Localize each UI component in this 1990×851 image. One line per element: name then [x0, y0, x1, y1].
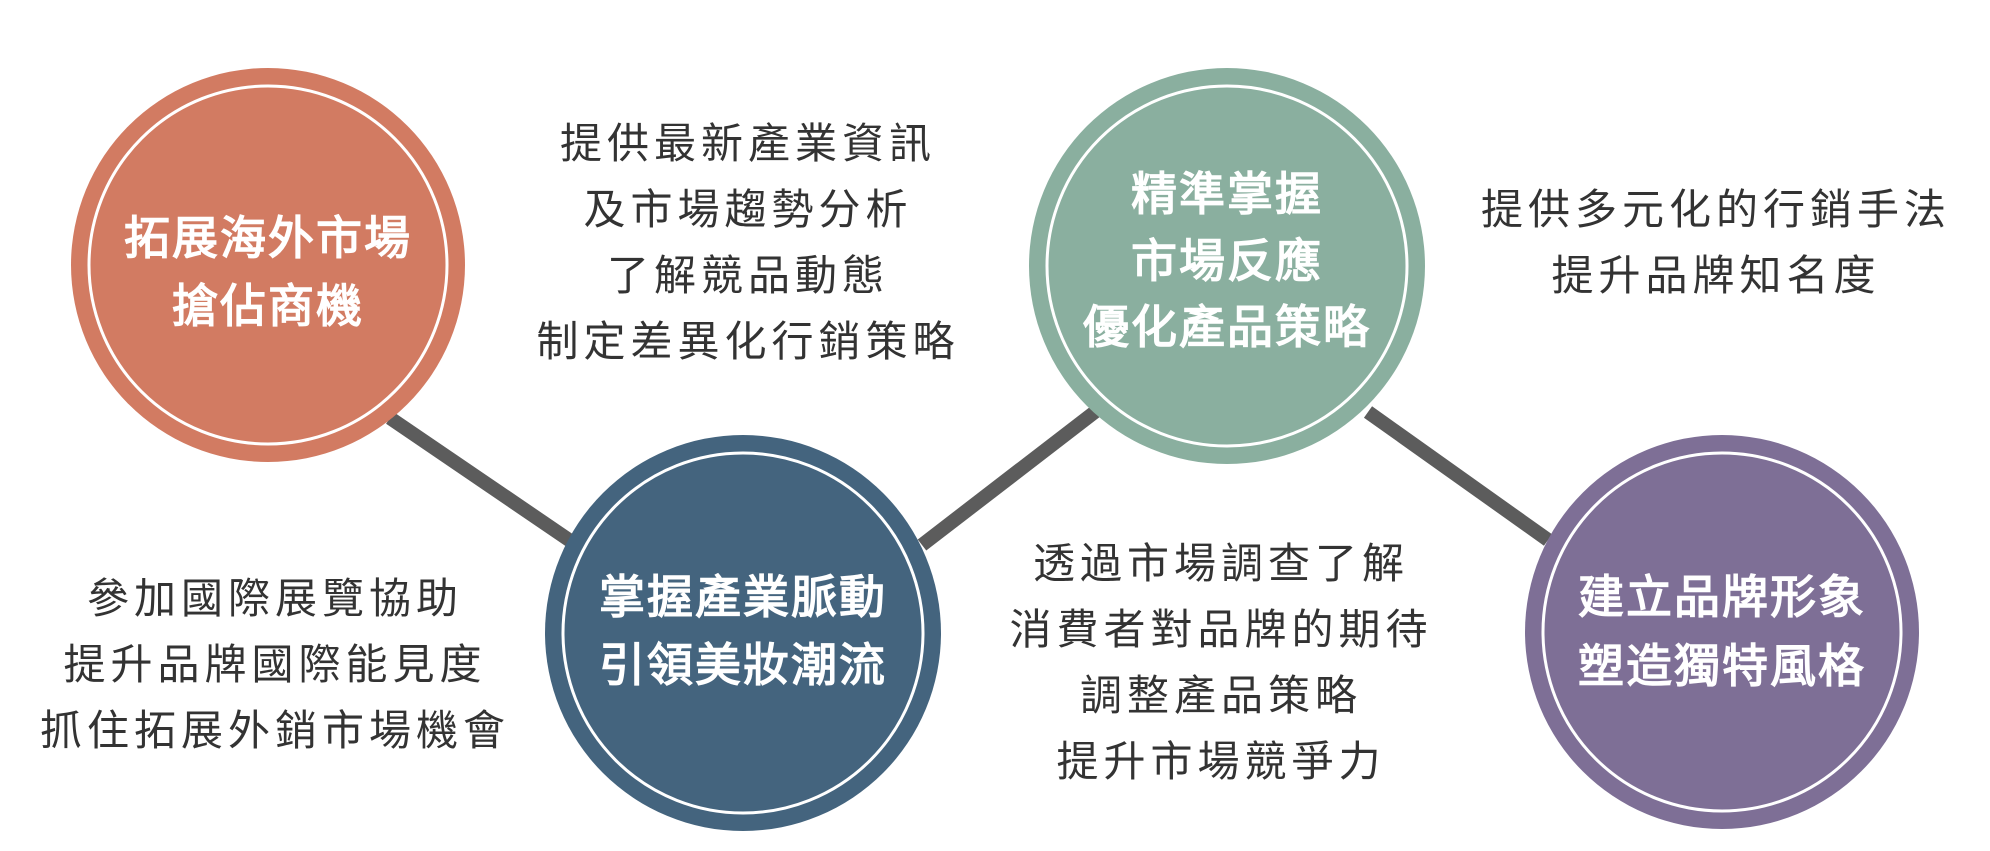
description-line: 調整產品策略: [1080, 671, 1362, 720]
description-line: 提升品牌國際能見度: [63, 640, 486, 689]
connector-1-2: [386, 412, 576, 548]
node-title-line: 搶佔商機: [172, 279, 364, 333]
description-line: 透過市場調查了解: [1033, 539, 1409, 588]
node-ring: [87, 84, 449, 446]
description-line: 提升品牌知名度: [1551, 251, 1880, 300]
description-line: 提供多元化的行銷手法: [1481, 185, 1951, 234]
node-brand-image: 建立品牌形象 塑造獨特風格: [1525, 435, 1919, 829]
description-industry-pulse: 提供最新產業資訊 及市場趨勢分析 了解競品動態 制定差異化行銷策略: [536, 119, 959, 366]
node-expand-overseas: 拓展海外市場 搶佔商機: [71, 68, 465, 462]
connector-3-4: [1363, 406, 1553, 546]
node-title-line: 拓展海外市場: [124, 211, 412, 265]
description-line: 及市場趨勢分析: [583, 185, 912, 234]
node-circle: [1029, 68, 1425, 464]
node-ring: [1541, 451, 1903, 813]
connectors: [386, 402, 1553, 551]
description-line: 提供最新產業資訊: [560, 119, 936, 168]
node-title-line: 塑造獨特風格: [1578, 639, 1866, 693]
node-ring: [1045, 84, 1409, 448]
node-circle: [545, 435, 941, 831]
node-title-line: 精準掌握: [1131, 167, 1323, 221]
description-line: 提升市場競爭力: [1056, 737, 1385, 786]
node-title-line: 市場反應: [1131, 234, 1323, 288]
connector-2-3: [917, 402, 1105, 551]
node-ring: [561, 451, 925, 815]
description-brand-image: 提供多元化的行銷手法 提升品牌知名度: [1481, 185, 1951, 300]
description-line: 制定差異化行銷策略: [536, 317, 959, 366]
node-circle: [71, 68, 465, 462]
description-market-response: 透過市場調查了解 消費者對品牌的期待 調整產品策略 提升市場競爭力: [1009, 539, 1432, 786]
node-title-line: 掌握產業脈動: [599, 570, 887, 624]
description-line: 了解競品動態: [607, 251, 889, 300]
node-industry-pulse: 掌握產業脈動 引領美妝潮流: [545, 435, 941, 831]
description-line: 抓住拓展外銷市場機會: [40, 706, 510, 755]
description-expand-overseas: 參加國際展覽協助 提升品牌國際能見度 抓住拓展外銷市場機會: [40, 574, 510, 755]
node-circle: [1525, 435, 1919, 829]
node-title-line: 優化產品策略: [1082, 300, 1371, 354]
description-line: 參加國際展覽協助: [87, 574, 463, 623]
node-market-response: 精準掌握 市場反應 優化產品策略: [1029, 68, 1425, 464]
description-line: 消費者對品牌的期待: [1009, 605, 1432, 654]
node-title-line: 引領美妝潮流: [599, 638, 887, 692]
node-title-line: 建立品牌形象: [1578, 570, 1866, 624]
